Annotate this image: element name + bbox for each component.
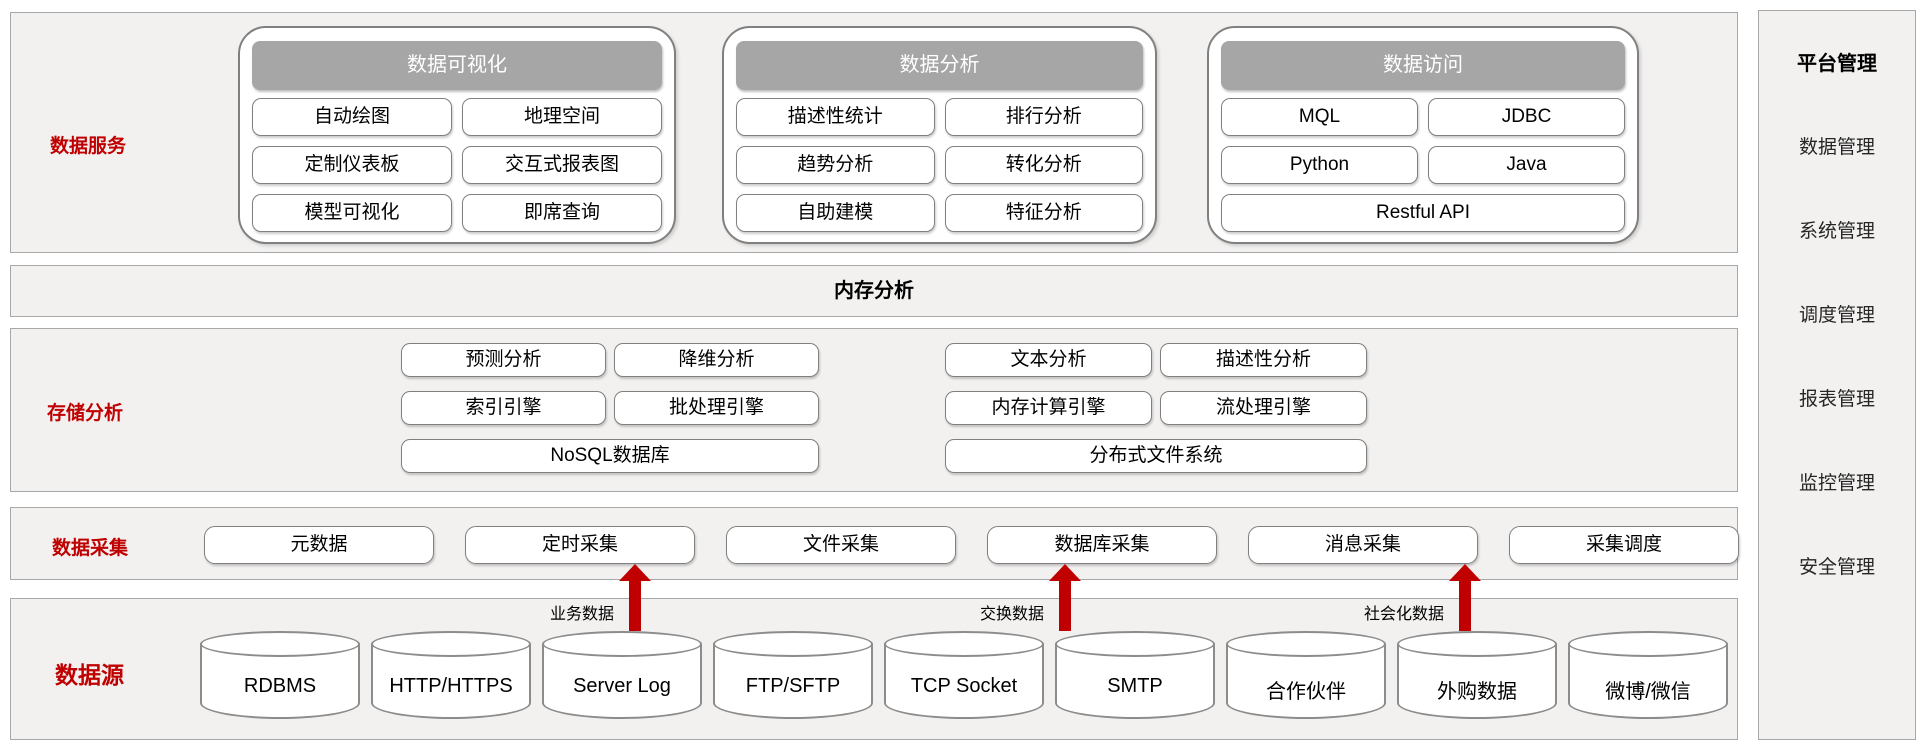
node-self-modeling: 自助建模	[736, 194, 935, 232]
node-feature-analysis: 特征分析	[944, 194, 1143, 232]
cylinder-label: 合作伙伴	[1266, 681, 1346, 703]
cylinder-label: 微博/微信	[1605, 681, 1691, 703]
flow-label-social-data: 社会化数据	[1363, 606, 1444, 623]
datasource-cylinder-tcpsocket: TCP Socket	[884, 631, 1044, 719]
cylinder-top	[884, 631, 1044, 657]
node-stream-engine: 流处理引擎	[1160, 391, 1367, 425]
node-text-analysis: 文本分析	[945, 343, 1152, 377]
cylinder-top	[1055, 631, 1215, 657]
datasource-cylinder-ftp: FTP/SFTP	[713, 631, 873, 719]
node-index-engine: 索引引擎	[401, 391, 606, 425]
datasource-cylinder-partners: 合作伙伴	[1226, 631, 1386, 719]
node-descriptive-analysis: 描述性分析	[1160, 343, 1367, 377]
sidebar-item-schedule-management: 调度管理	[1798, 305, 1875, 326]
sidebar-item-monitor-management: 监控管理	[1798, 473, 1875, 494]
datasource-cylinder-serverlog: Server Log	[542, 631, 702, 719]
datasource-cylinder-social: 微博/微信	[1568, 631, 1728, 719]
section-storage-analysis: 预测分析 降维分析 索引引擎 批处理引擎 NoSQL数据库 文本分析 描述性分析…	[10, 328, 1738, 492]
cylinder-label: Server Log	[573, 675, 671, 697]
node-nosql-database: NoSQL数据库	[401, 439, 819, 473]
node-mql: MQL	[1221, 98, 1418, 136]
group-data-visualization: 数据可视化 自动绘图 地理空间 定制仪表板 交互式报表图 模型可视化 即席查询	[238, 26, 676, 244]
label-storage-analysis: 存储分析	[47, 403, 124, 424]
cylinder-top	[713, 631, 873, 657]
datasource-cylinder-http: HTTP/HTTPS	[371, 631, 531, 719]
section-data-source: RDBMS HTTP/HTTPS Server Log FTP/SFTP TCP	[10, 598, 1738, 740]
cylinder-label: FTP/SFTP	[745, 675, 841, 697]
node-restful-api: Restful API	[1221, 194, 1625, 232]
band-memory-analysis: 内存分析	[10, 265, 1738, 317]
cylinder-label: HTTP/HTTPS	[389, 675, 513, 697]
section-data-services: 数据可视化 自动绘图 地理空间 定制仪表板 交互式报表图 模型可视化 即席查询 …	[10, 12, 1738, 253]
node-predictive-analysis: 预测分析	[401, 343, 606, 377]
node-message-collection: 消息采集	[1248, 526, 1478, 564]
group-header-data-visualization: 数据可视化	[252, 41, 662, 90]
group-data-access: 数据访问 MQL JDBC Python Java Restful API	[1207, 26, 1639, 244]
node-python: Python	[1221, 146, 1418, 184]
node-collection-scheduling: 采集调度	[1509, 526, 1739, 564]
cylinder-top	[371, 631, 531, 657]
storage-left-group: 预测分析 降维分析 索引引擎 批处理引擎 NoSQL数据库	[401, 343, 819, 473]
cylinder-label: RDBMS	[243, 675, 317, 697]
cylinder-label: TCP Socket	[910, 675, 1018, 697]
cylinder-top	[200, 631, 360, 657]
datasource-cylinder-purchased: 外购数据	[1397, 631, 1557, 719]
cylinder-label: SMTP	[1107, 675, 1163, 697]
node-jdbc: JDBC	[1428, 98, 1625, 136]
cylinder-label: 外购数据	[1437, 681, 1517, 703]
node-geo-space: 地理空间	[462, 98, 662, 136]
sidebar-platform-management: 平台管理 数据管理 系统管理 调度管理 报表管理 监控管理 安全管理	[1758, 10, 1916, 740]
label-data-services: 数据服务	[50, 136, 127, 157]
sidebar-item-report-management: 报表管理	[1798, 389, 1875, 410]
cylinder-top	[542, 631, 702, 657]
up-arrow-social-data-icon	[1449, 564, 1481, 631]
node-metadata: 元数据	[204, 526, 434, 564]
section-data-collection: 元数据 定时采集 文件采集 数据库采集 消息采集 采集调度	[10, 507, 1739, 580]
group-header-data-analysis: 数据分析	[736, 41, 1143, 90]
flow-label-business-data: 业务数据	[549, 606, 614, 623]
node-distributed-filesystem: 分布式文件系统	[945, 439, 1367, 473]
node-adhoc-query: 即席查询	[462, 194, 662, 232]
node-interactive-report: 交互式报表图	[462, 146, 662, 184]
datasource-cylinder-rdbms: RDBMS	[200, 631, 360, 719]
node-trend-analysis: 趋势分析	[736, 146, 935, 184]
flow-label-exchange-data: 交换数据	[979, 606, 1044, 623]
node-scheduled-collection: 定时采集	[465, 526, 695, 564]
node-inmemory-compute-engine: 内存计算引擎	[945, 391, 1152, 425]
node-file-collection: 文件采集	[726, 526, 956, 564]
cylinder-top	[1397, 631, 1557, 657]
node-descriptive-stats: 描述性统计	[736, 98, 935, 136]
node-java: Java	[1428, 146, 1625, 184]
node-database-collection: 数据库采集	[987, 526, 1217, 564]
cylinder-top	[1568, 631, 1728, 657]
datasource-cylinder-smtp: SMTP	[1055, 631, 1215, 719]
group-data-analysis: 数据分析 描述性统计 排行分析 趋势分析 转化分析 自助建模 特征分析	[722, 26, 1157, 244]
storage-right-group: 文本分析 描述性分析 内存计算引擎 流处理引擎 分布式文件系统	[945, 343, 1367, 473]
up-arrow-business-data-icon	[619, 564, 651, 631]
node-conversion-analysis: 转化分析	[944, 146, 1143, 184]
node-auto-plot: 自动绘图	[252, 98, 452, 136]
node-ranking-analysis: 排行分析	[944, 98, 1143, 136]
label-data-source: 数据源	[55, 662, 124, 688]
sidebar-item-security-management: 安全管理	[1798, 557, 1875, 578]
sidebar-title: 平台管理	[1797, 53, 1877, 75]
cylinder-top	[1226, 631, 1386, 657]
node-batch-engine: 批处理引擎	[614, 391, 819, 425]
cylinder-body	[200, 644, 360, 719]
node-dimension-reduction: 降维分析	[614, 343, 819, 377]
sidebar-item-system-management: 系统管理	[1798, 221, 1875, 242]
label-data-collection: 数据采集	[52, 538, 129, 559]
group-header-data-access: 数据访问	[1221, 41, 1625, 90]
node-model-visualization: 模型可视化	[252, 194, 452, 232]
node-custom-dashboard: 定制仪表板	[252, 146, 452, 184]
sidebar-item-data-management: 数据管理	[1798, 137, 1875, 158]
up-arrow-exchange-data-icon	[1049, 564, 1081, 631]
